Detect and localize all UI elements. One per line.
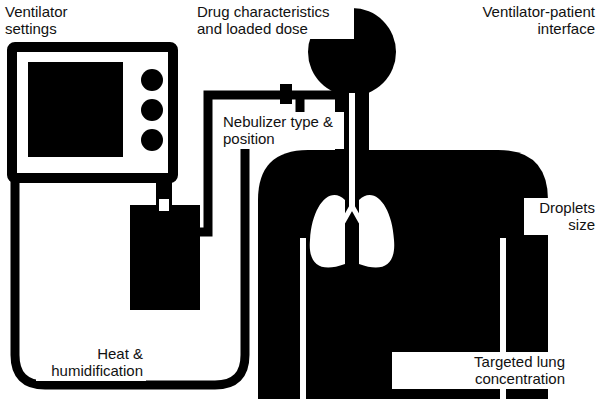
humidifier-chamber [130, 205, 200, 310]
annotation-label: Drug characteristics and loaded dose [194, 2, 354, 39]
annotation-label: Droplets size [524, 198, 598, 235]
nebulizer-symbol [280, 84, 292, 104]
right-lung [359, 195, 394, 268]
arm-gap [300, 238, 306, 399]
annotation-label: Ventilator-patient interface [458, 2, 598, 39]
ventilator-knob [141, 129, 163, 151]
ventilator-housing [12, 47, 173, 178]
left-lung [310, 195, 345, 268]
bronchi [343, 206, 361, 222]
humidifier-port [159, 199, 169, 211]
annotation-label: Nebulizer type & position [220, 112, 344, 149]
ventilator-screen [28, 62, 123, 157]
ventilator-knob [141, 99, 163, 121]
annotation-label: Targeted lung concentration [392, 352, 568, 389]
annotation-label: Ventilator settings [2, 2, 106, 39]
annotation-label: Heat & humidification [36, 344, 146, 381]
ventilator-knob [141, 69, 163, 91]
airway-tube [349, 93, 355, 208]
